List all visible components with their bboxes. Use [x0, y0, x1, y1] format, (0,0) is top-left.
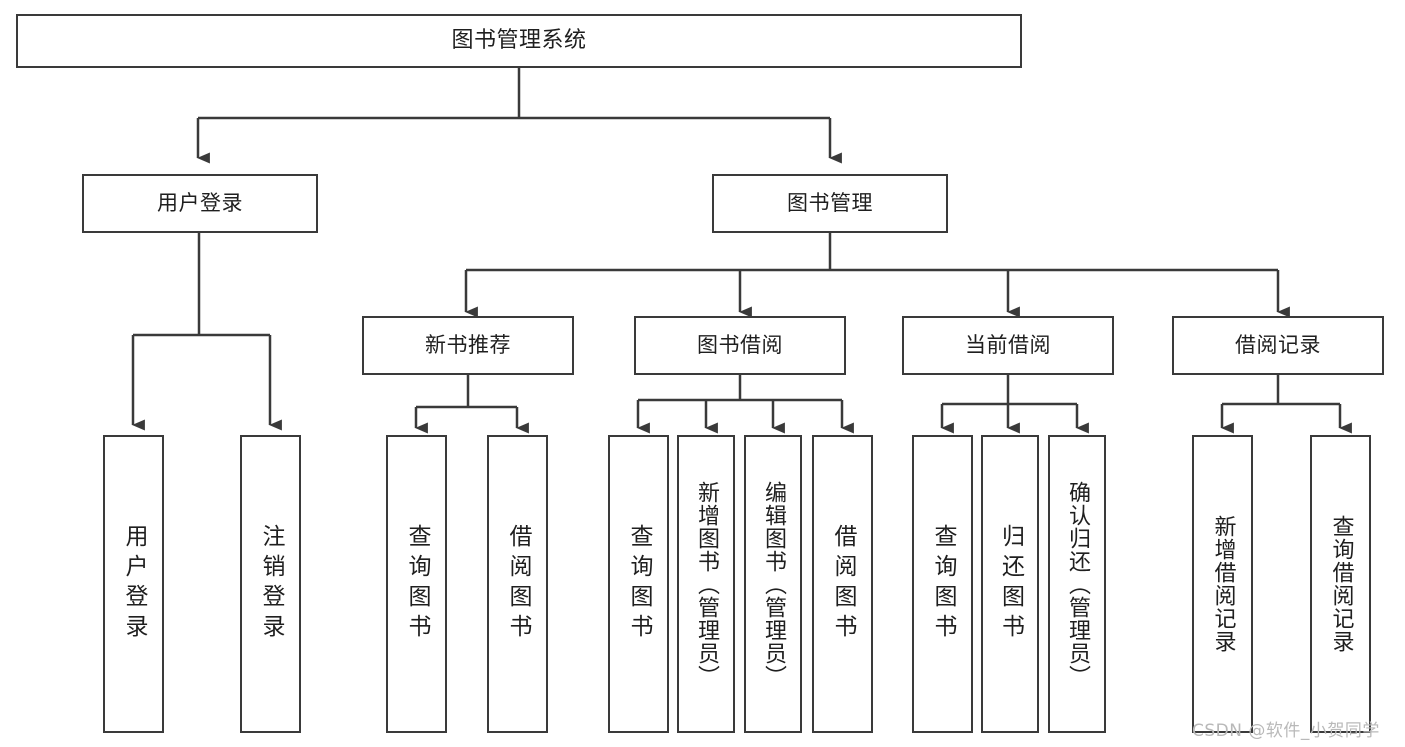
csdn-watermark: CSDN @软件_小贺同学 [1192, 721, 1380, 741]
node-label: 注销登录 [258, 524, 284, 644]
node-root-system[interactable]: 图书管理系统 [16, 14, 1022, 68]
leaf-user-logout[interactable]: 注销登录 [240, 435, 301, 733]
node-user-login[interactable]: 用户登录 [82, 174, 318, 233]
leaf-confirm-return-admin[interactable]: 确认归还（管理员） [1048, 435, 1106, 733]
node-current-borrow[interactable]: 当前借阅 [902, 316, 1114, 375]
node-label: 当前借阅 [965, 332, 1051, 357]
leaf-user-login[interactable]: 用户登录 [103, 435, 164, 733]
node-label: 查询图书 [626, 524, 652, 644]
node-label: 用户登录 [121, 524, 147, 644]
leaf-query-borrow-record[interactable]: 查询借阅记录 [1310, 435, 1371, 733]
node-label: 查询图书 [930, 524, 956, 644]
leaf-query-book-recommend[interactable]: 查询图书 [386, 435, 447, 733]
node-label: 借阅图书 [505, 524, 531, 644]
node-label: 新增借阅记录 [1210, 515, 1236, 653]
leaf-return-book[interactable]: 归还图书 [981, 435, 1039, 733]
node-label: 借阅记录 [1235, 332, 1321, 357]
node-borrow-record[interactable]: 借阅记录 [1172, 316, 1384, 375]
node-book-manage[interactable]: 图书管理 [712, 174, 948, 233]
node-label: 图书管理系统 [451, 27, 587, 53]
leaf-add-book-admin[interactable]: 新增图书（管理员） [677, 435, 735, 733]
node-label: 新增图书（管理员） [694, 480, 719, 688]
leaf-borrow-book-recommend[interactable]: 借阅图书 [487, 435, 548, 733]
node-label: 新书推荐 [425, 332, 511, 357]
node-book-borrow[interactable]: 图书借阅 [634, 316, 846, 375]
leaf-add-borrow-record[interactable]: 新增借阅记录 [1192, 435, 1253, 733]
leaf-borrow-book[interactable]: 借阅图书 [812, 435, 873, 733]
node-label: 确认归还（管理员） [1065, 480, 1090, 688]
node-label: 编辑图书（管理员） [761, 480, 786, 688]
leaf-query-book-borrow[interactable]: 查询图书 [608, 435, 669, 733]
node-label: 图书借阅 [697, 332, 783, 357]
leaf-query-book-current[interactable]: 查询图书 [912, 435, 973, 733]
node-new-book-recommend[interactable]: 新书推荐 [362, 316, 574, 375]
node-label: 用户登录 [157, 190, 243, 215]
node-label: 图书管理 [787, 190, 873, 215]
node-label: 归还图书 [997, 524, 1024, 644]
node-label: 查询借阅记录 [1328, 515, 1354, 653]
node-label: 查询图书 [404, 524, 430, 644]
node-label: 借阅图书 [830, 524, 856, 644]
leaf-edit-book-admin[interactable]: 编辑图书（管理员） [744, 435, 802, 733]
